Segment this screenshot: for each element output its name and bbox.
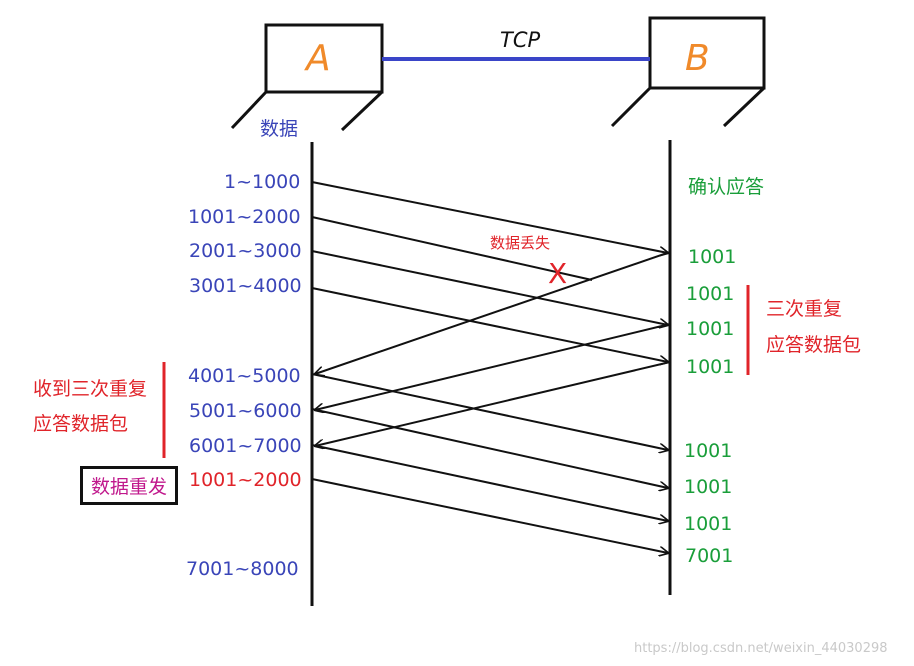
ack-label: 1001 [686,356,735,378]
host-b-label: B [685,38,710,79]
lost-label: 数据丢失 [490,234,551,252]
segment-label: 1~1000 [224,171,301,193]
ack-label: 1001 [684,513,733,535]
segment-label: 2001~3000 [189,240,302,262]
segment-label: 6001~7000 [189,435,302,457]
segment-arrow-retransmit [311,478,668,553]
link-label: TCP [500,28,541,52]
received-dup-note-line1: 收到三次重复 [33,378,148,400]
sender-header: 数据 [260,118,299,140]
retransmit-note: 数据重发 [80,466,179,505]
host-a-label: A [306,38,331,79]
ack-label: 1001 [684,476,733,498]
three-dup-note-line2: 应答数据包 [766,334,862,356]
ack-arrow-1 [315,251,671,374]
ack-label: 1001 [688,246,737,268]
ack-arrow-2 [315,323,671,410]
segment-arrow-6 [311,408,668,488]
retransmit-segment-label: 1001~2000 [189,469,302,491]
ack-label: 1001 [686,318,735,340]
segment-label: 7001~8000 [186,558,299,580]
segment-label: 3001~4000 [189,275,302,297]
lost-x-mark: X [548,257,568,290]
three-dup-note-line1: 三次重复 [766,298,843,320]
segment-label: 1001~2000 [188,206,301,228]
segment-label: 5001~6000 [189,400,302,422]
segment-label: 4001~5000 [188,365,301,387]
ack-arrow-3 [315,361,671,446]
host-b-box [610,16,766,128]
segment-arrow-2-lost [311,216,593,281]
segment-arrow-5 [311,373,668,450]
receiver-header: 确认应答 [688,176,765,198]
ack-label: 7001 [685,545,734,567]
segment-arrow-7 [311,444,668,521]
segment-arrow-3 [311,250,668,325]
received-dup-note-line2: 应答数据包 [33,413,129,435]
segment-arrow-1 [311,181,668,253]
segment-arrow-4 [311,287,668,362]
watermark: https://blog.csdn.net/weixin_44030298 [634,641,888,656]
ack-label: 1001 [686,283,735,305]
ack-label: 1001 [684,440,733,462]
